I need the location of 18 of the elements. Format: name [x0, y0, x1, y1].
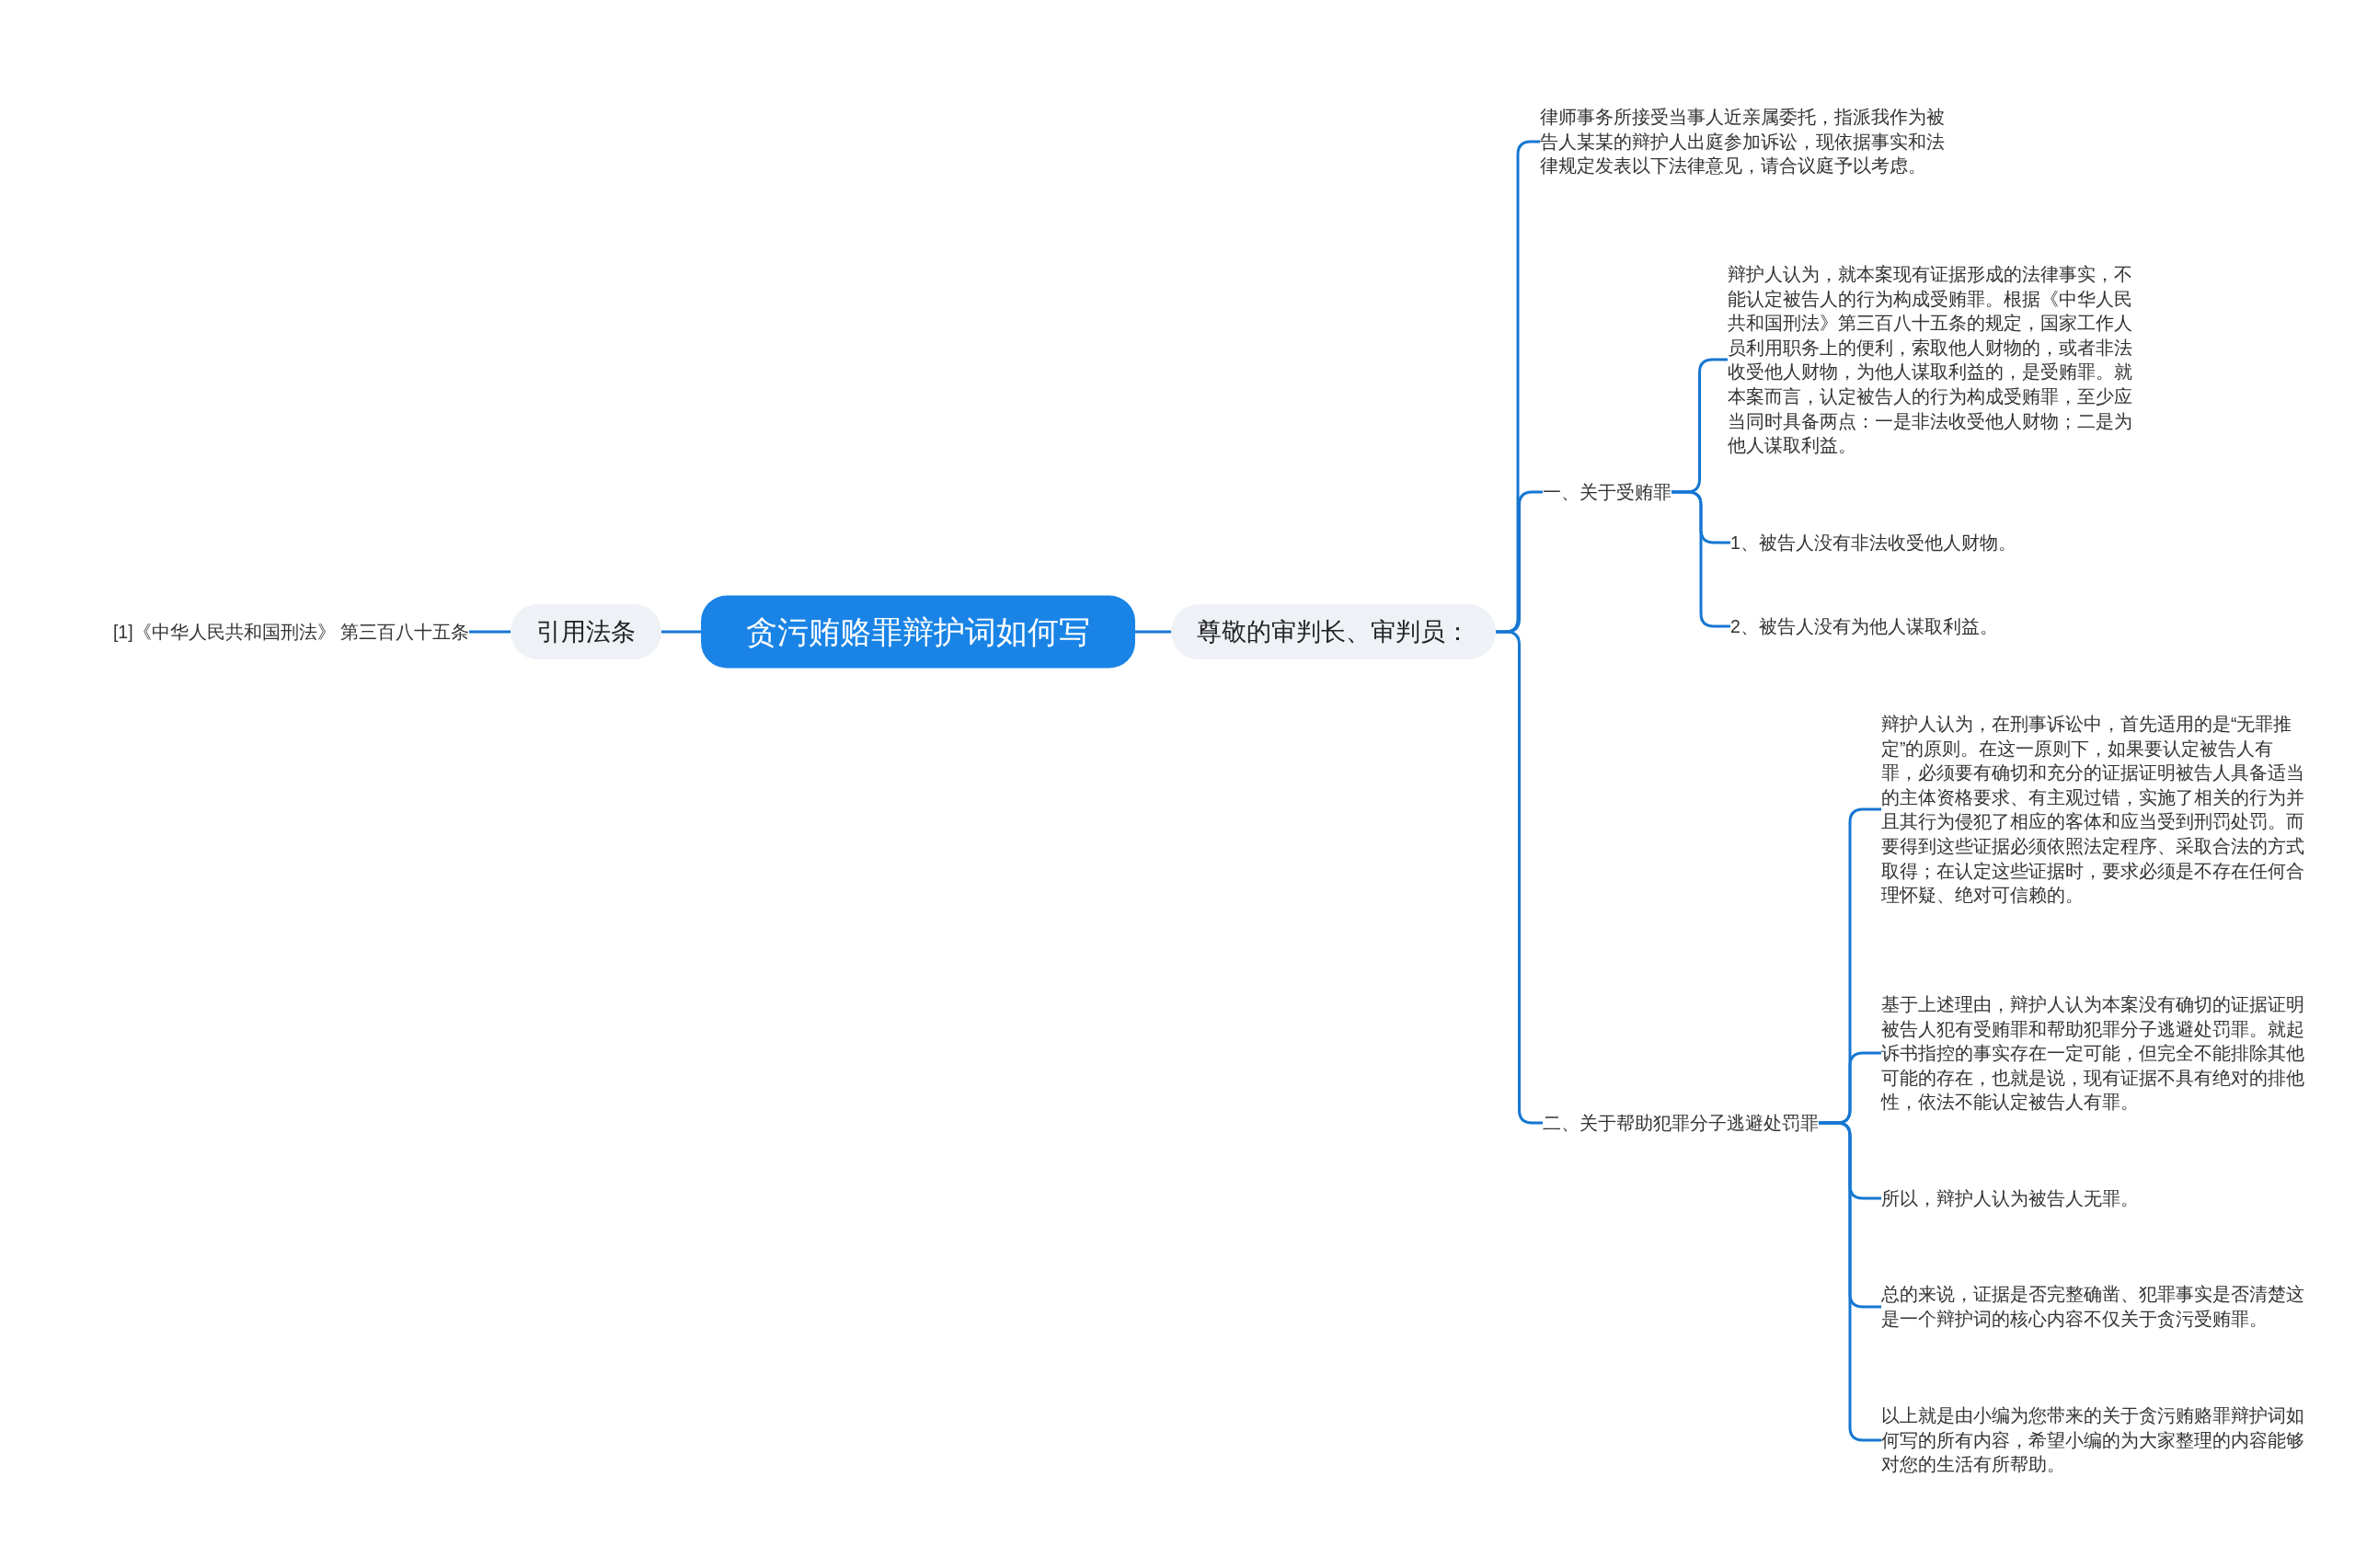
- connector-line: [469, 630, 511, 634]
- central-topic: 贪污贿赂罪辩护词如何写: [701, 595, 1135, 669]
- topic-pill: 引用法条: [511, 604, 661, 659]
- topic-text: 一、关于受贿罪: [1543, 479, 1671, 505]
- topic-text: 辩护人认为，就本案现有证据形成的法律事实，不能认定被告人的行为构成受贿罪。根据《中华人民共和国刑法》第三百八十五条的规定，国家工作人员利用职务上的便利，索取他人财物的，或者非法收受他人财物，为他人谋取利益的，是受贿罪。就本案而言，认定被告人的行为构成受贿罪，至少应当同时具备两点：一是非法收受他人财物；二是为他人谋取利益。: [1728, 261, 2137, 458]
- topic-text: [1]《中华人民共和国刑法》 第三百八十五条: [112, 619, 469, 645]
- topic-text: 律师事务所接受当事人近亲属委托，指派我作为被告人某某的辩护人出庭参加诉讼，现依据事实和法律规定发表以下法律意见，请合议庭予以考虑。: [1540, 105, 1949, 178]
- connector-line: [661, 630, 701, 634]
- topic-text: 基于上述理由，辩护人认为本案没有确切的证据证明被告人犯有受贿罪和帮助犯罪分子逃避处罚罪。就起诉书指控的事实存在一定可能，但完全不能排除其他可能的存在，也就是说，现有证据不具有绝对的排他性，依法不能认定被告人有罪。: [1881, 991, 2304, 1115]
- topic-text: 二、关于帮助犯罪分子逃避处罚罪: [1543, 1110, 1819, 1136]
- topic-text: 1、被告人没有非法收受他人财物。: [1730, 530, 2016, 555]
- connector-line: [1135, 630, 1171, 634]
- topic-text: 以上就是由小编为您带来的关于贪污贿赂罪辩护词如何写的所有内容，希望小编的为大家整理的内容能够对您的生活有所帮助。: [1881, 1403, 2304, 1477]
- topic-pill: 尊敬的审判长、审判员：: [1171, 604, 1496, 659]
- topic-text: 所以，辩护人认为被告人无罪。: [1881, 1185, 2304, 1211]
- topic-text: 2、被告人没有为他人谋取利益。: [1730, 613, 1998, 639]
- topic-text: 辩护人认为，在刑事诉讼中，首先适用的是“无罪推定”的原则。在这一原则下，如果要认定被告人有罪，必须要有确切和充分的证据证明被告人具备适当的主体资格要求、有主观过错，实施了相关的行为并且其行为侵犯了相应的客体和应当受到刑罚处罚。而要得到这些证据必须依照法定程序、采取合法的方式取得；在认定这些证据时，要求必须是不存在任何合理怀疑、绝对可信赖的。: [1881, 711, 2304, 908]
- topic-text: 总的来说，证据是否完整确凿、犯罪事实是否清楚这是一个辩护词的核心内容不仅关于贪污受贿罪。: [1881, 1282, 2304, 1332]
